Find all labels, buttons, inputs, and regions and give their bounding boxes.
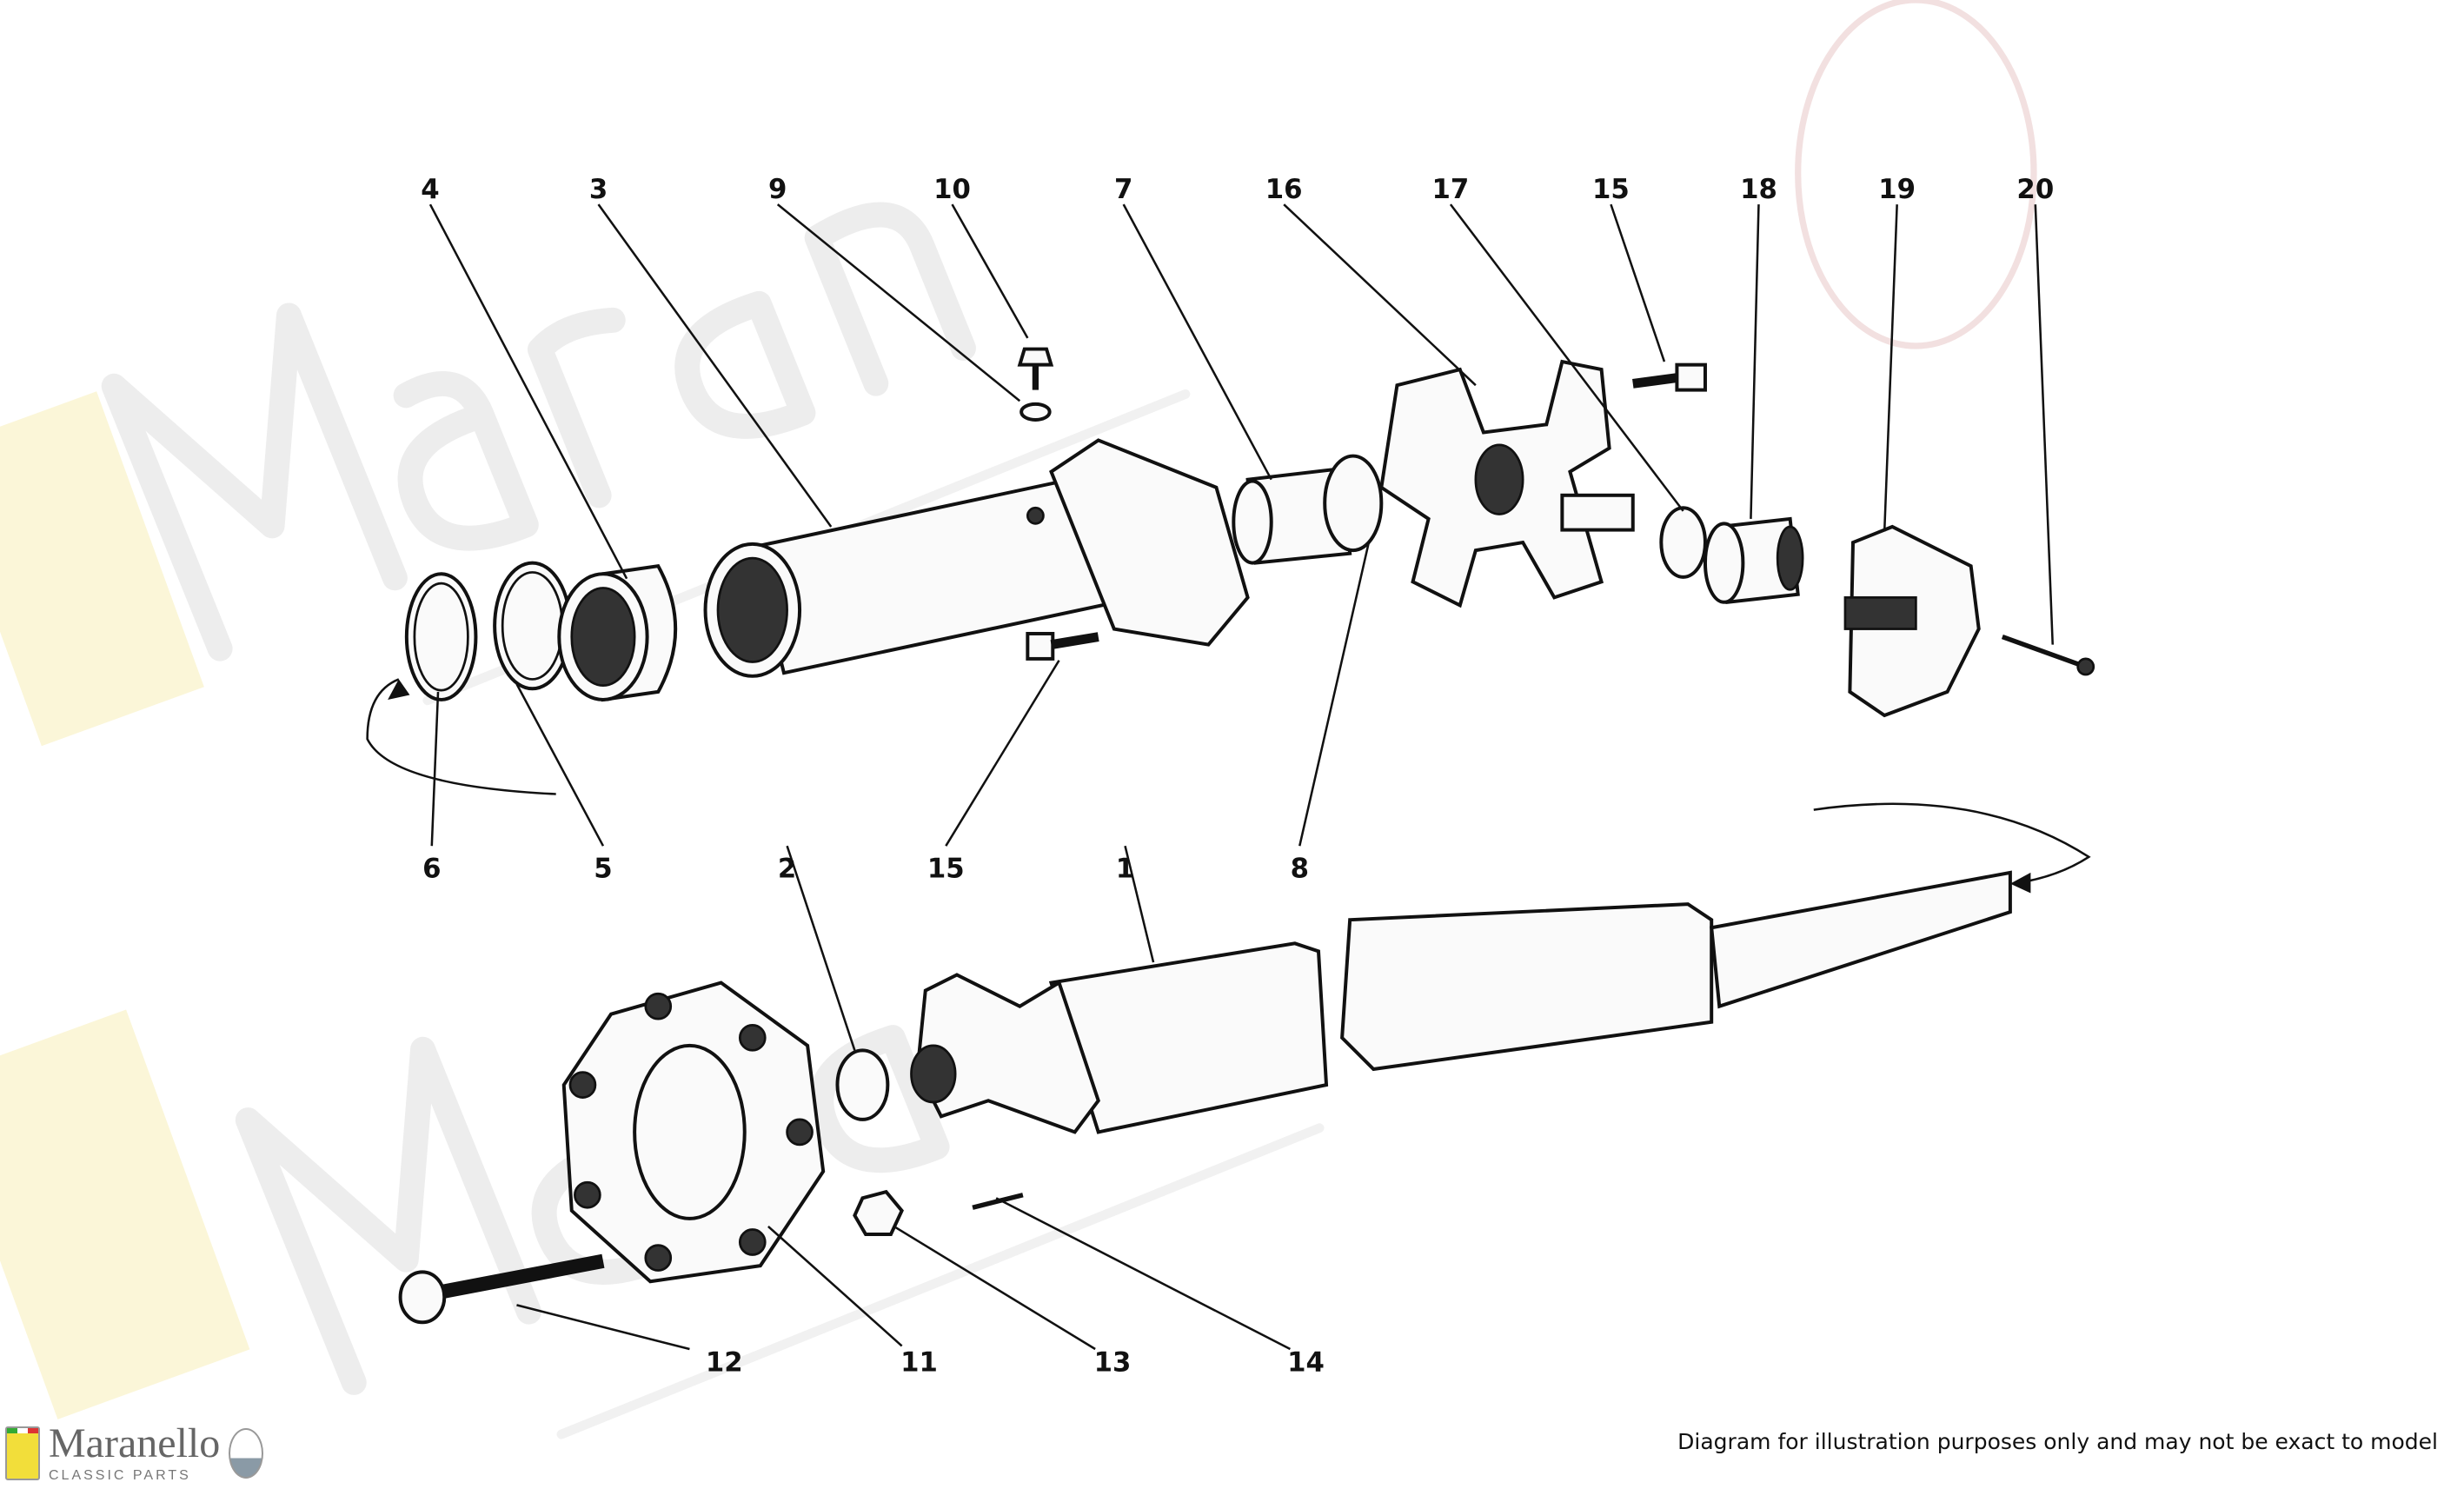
- yoke-19: [1843, 524, 1981, 718]
- callout-10: 10: [933, 174, 971, 205]
- callout-3: 3: [589, 174, 608, 205]
- screw-15-bottom: [1026, 631, 1099, 661]
- watermark: [0, 0, 2037, 1439]
- callout-16: 16: [1265, 174, 1303, 205]
- bearing-18: [1703, 516, 1804, 604]
- callout-20: 20: [2016, 174, 2054, 205]
- screw-20: [2001, 635, 2095, 676]
- maranello-logo: Maranello CLASSIC PARTS: [5, 1420, 264, 1484]
- callout-4: 4: [421, 174, 439, 205]
- callout-5: 5: [594, 853, 612, 884]
- tube-3: [703, 438, 1250, 678]
- callout-14: 14: [1287, 1346, 1325, 1378]
- seal-8: [1323, 454, 1384, 553]
- callout-6: 6: [422, 853, 441, 884]
- callout-9: 9: [768, 174, 787, 205]
- ring-17: [1659, 506, 1707, 579]
- callout-12: 12: [706, 1346, 743, 1378]
- disclaimer-text: Diagram for illustration purposes only a…: [1677, 1429, 2438, 1454]
- coupling-11: [561, 980, 826, 1284]
- ferrari-shield-icon: [5, 1426, 40, 1480]
- screw-15-top: [1632, 362, 1707, 392]
- callout-2: 2: [778, 853, 796, 884]
- callout-1: 1: [1116, 853, 1134, 884]
- cap-2: [835, 1048, 890, 1121]
- callout-13: 13: [1094, 1346, 1132, 1378]
- pin-14: [972, 1193, 1024, 1210]
- leader-lines: [428, 203, 2054, 1351]
- callout-15-bottom: 15: [927, 853, 965, 884]
- maserati-badge-icon: [229, 1428, 264, 1479]
- callout-15-top: 15: [1592, 174, 1630, 205]
- nut-13: [853, 1189, 904, 1236]
- shaft-1: [910, 870, 2012, 1134]
- callout-17: 17: [1432, 174, 1470, 205]
- bolt-12: [398, 1253, 605, 1325]
- ring-6: [404, 572, 478, 701]
- logo-brand: Maranello: [49, 1420, 221, 1466]
- screw-10: [1017, 347, 1054, 390]
- callout-11: 11: [900, 1346, 938, 1378]
- spider-16: [1379, 359, 1635, 608]
- washer-9: [1019, 402, 1052, 422]
- callout-7: 7: [1114, 174, 1132, 205]
- callout-19: 19: [1878, 174, 1916, 205]
- callout-numbers: 4 3 9 10 7 16 17 15 18 19 20 6 5 2 15 1 …: [421, 174, 2054, 1378]
- callout-18: 18: [1740, 174, 1777, 205]
- arrow-left: [366, 678, 556, 795]
- arrow-right: [1813, 802, 2091, 885]
- bushing-4: [557, 564, 678, 702]
- callout-8: 8: [1291, 853, 1309, 884]
- logo-tagline: CLASSIC PARTS: [49, 1468, 191, 1483]
